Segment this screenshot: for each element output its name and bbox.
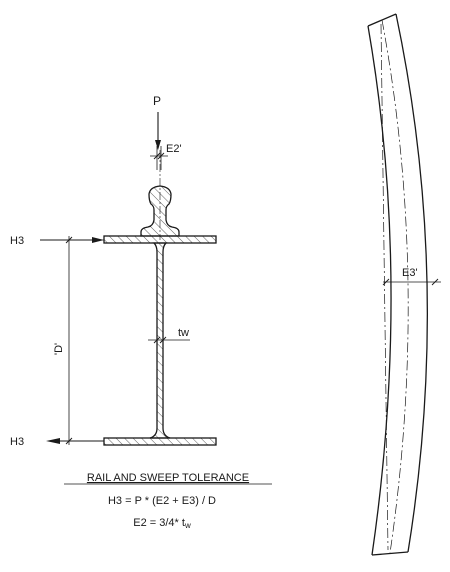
sweep-curved-centerline — [381, 19, 409, 554]
load-label: P — [153, 94, 161, 108]
load-arrowhead — [155, 140, 161, 150]
e3-tick-left — [382, 278, 390, 286]
sweep-elevation — [367, 13, 428, 556]
tw-tick-2 — [159, 336, 167, 344]
caption-formula-h3: H3 = P * (E2 + E3) / D — [108, 495, 216, 507]
sweep-bottom-end — [371, 551, 409, 556]
sweep-right-edge — [395, 13, 428, 553]
caption-formula-e2: E2 = 3/4* tw — [133, 517, 191, 530]
sweep-left-edge — [367, 25, 392, 556]
sweep-label: E3' — [402, 267, 418, 279]
h3-bottom-arrowhead — [46, 438, 60, 444]
caption-title: RAIL AND SWEEP TOLERANCE — [87, 472, 249, 484]
e2-tick-2 — [157, 152, 165, 160]
bottom-flange — [103, 437, 217, 446]
depth-label: 'D' — [53, 343, 65, 355]
h3-bottom-label: H3 — [10, 436, 24, 448]
web — [149, 242, 171, 439]
h3-top-label: H3 — [10, 235, 24, 247]
beam-section — [103, 235, 217, 446]
web-thickness-label: tw — [178, 327, 189, 339]
sweep-chord-line — [380, 23, 389, 551]
e2-tick-1 — [153, 152, 161, 160]
tw-tick-1 — [153, 336, 161, 344]
d-tick-top — [65, 236, 73, 244]
d-tick-bottom — [65, 437, 73, 445]
e3-tick-right — [431, 278, 439, 286]
e2-label: E2' — [166, 143, 182, 155]
